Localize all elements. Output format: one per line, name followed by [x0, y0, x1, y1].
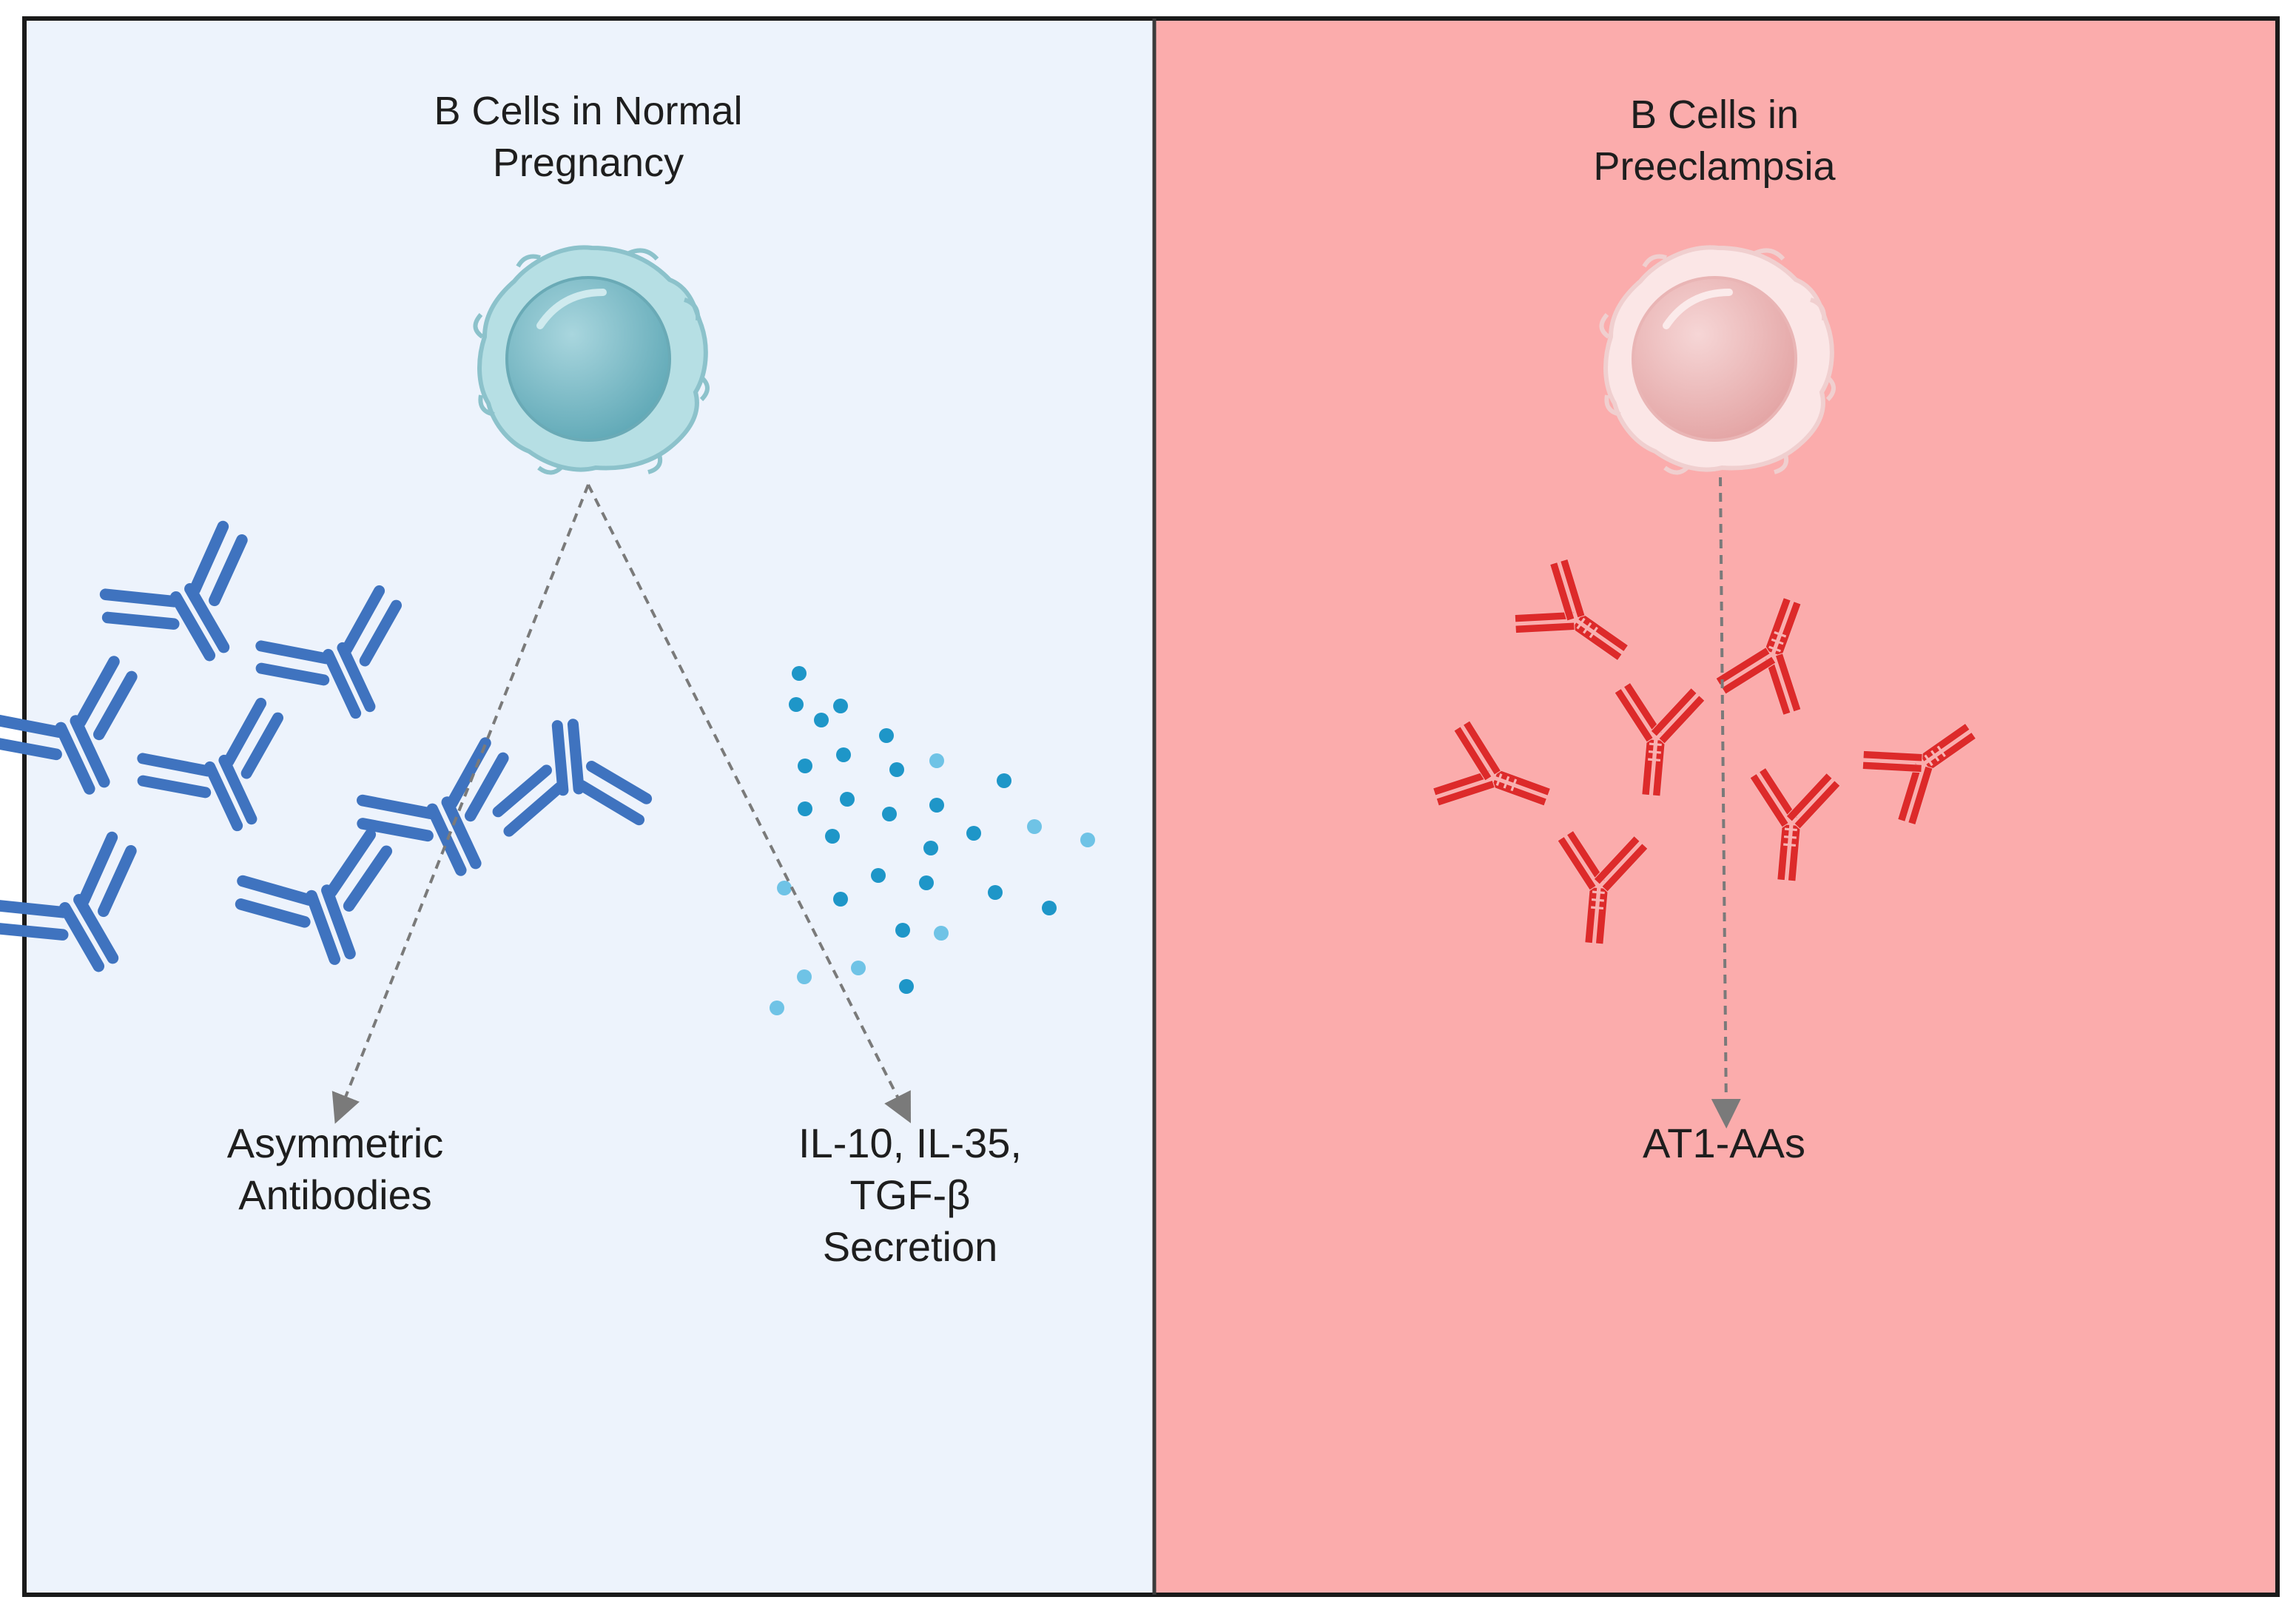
cytokine-dot-icon [929, 753, 944, 768]
cytokine-dot-icon [789, 697, 804, 712]
normal-pregnancy-title: B Cells in Normal Pregnancy [434, 89, 743, 185]
cytokine-dot-icon [777, 881, 792, 895]
cytokine-dot-icon [966, 826, 981, 841]
arrow-icon [1711, 477, 1741, 1129]
arrow-icon [331, 484, 590, 1124]
cytokine-dot-icon [851, 961, 866, 975]
cytokine-secretion-label: IL-10, IL-35, TGF-β Secretion [798, 1120, 1022, 1270]
cytokine-dot-icon [895, 923, 910, 938]
outer-border [22, 16, 2280, 1597]
asymmetric-antibodies-label: Asymmetric Antibodies [226, 1120, 444, 1218]
cytokine-dot-icon [1027, 819, 1042, 834]
cytokine-dot-icon [988, 885, 1003, 900]
cytokine-dot-icon [833, 892, 848, 907]
cytokine-dot-icon [889, 762, 904, 777]
preeclampsia-title: B Cells in Preeclampsia [1593, 93, 1836, 189]
cytokine-dot-icon [814, 713, 829, 727]
cytokine-dot-icon [1042, 901, 1057, 915]
b-cell-icon [1599, 245, 1836, 475]
cytokine-dot-icon [871, 868, 886, 883]
cytokine-dot-icon [840, 792, 855, 807]
cytokine-dot-icon [833, 699, 848, 713]
cytokine-dot-icon [770, 1001, 784, 1015]
cytokine-dot-icon [997, 773, 1011, 788]
at1-aas-label: AT1-AAs [1643, 1120, 1805, 1166]
b-cell-icon [473, 245, 710, 475]
cytokine-dot-icon [923, 841, 938, 855]
cytokine-dots [770, 666, 1095, 1015]
cytokine-dot-icon [882, 807, 897, 821]
cytokine-dot-icon [798, 759, 812, 773]
cytokine-dot-icon [792, 666, 807, 681]
cytokine-dot-icon [825, 829, 840, 844]
cytokine-dot-icon [1080, 833, 1095, 847]
cytokine-dot-icon [929, 798, 944, 813]
arrow-icon [587, 484, 912, 1123]
cytokine-dot-icon [879, 728, 894, 743]
cytokine-dot-icon [934, 926, 949, 941]
cytokine-dot-icon [797, 969, 812, 984]
cytokine-dot-icon [899, 979, 914, 994]
cytokine-dot-icon [798, 801, 812, 816]
cytokine-dot-icon [836, 747, 851, 762]
cytokine-dot-icon [919, 875, 934, 890]
